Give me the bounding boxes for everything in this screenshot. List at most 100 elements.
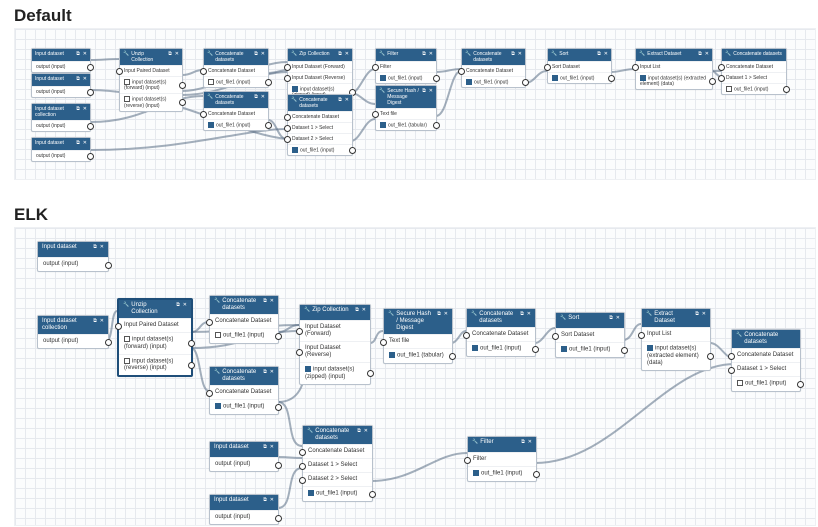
- node-concatenate-datasets[interactable]: 🔧Concatenate datasets⧉✕ Concatenate Data…: [200, 48, 272, 89]
- copy-icon[interactable]: ⧉: [263, 444, 267, 450]
- input-port[interactable]: [728, 366, 735, 374]
- node-extract-dataset[interactable]: 🔧Extract Dataset⧉✕ Input List input data…: [632, 48, 716, 91]
- node-input-dataset[interactable]: Input dataset⧉✕ output (input): [31, 73, 94, 98]
- input-port[interactable]: [200, 68, 207, 75]
- close-icon[interactable]: ✕: [344, 51, 349, 57]
- node-unzip-collection[interactable]: 🔧Unzip Collection⧉✕ Input Paired Dataset…: [115, 298, 195, 378]
- input-port[interactable]: [299, 476, 306, 484]
- output-port[interactable]: [87, 89, 94, 96]
- output-port[interactable]: [532, 345, 539, 353]
- close-icon[interactable]: ✕: [443, 311, 448, 317]
- output-port[interactable]: [179, 82, 186, 90]
- node-concatenate-datasets[interactable]: 🔧Concatenate datasets Concatenate Datase…: [728, 329, 804, 392]
- close-icon[interactable]: ✕: [269, 497, 274, 503]
- node-filter[interactable]: 🔧Filter⧉✕ Filter out_file1 (input): [372, 48, 440, 85]
- node-input-dataset[interactable]: Input dataset⧉✕ output (input): [31, 137, 94, 162]
- close-icon[interactable]: ✕: [527, 439, 532, 445]
- output-port[interactable]: [275, 332, 282, 340]
- copy-icon[interactable]: ⧉: [76, 140, 80, 146]
- copy-icon[interactable]: ⧉: [437, 311, 441, 317]
- output-port[interactable]: [449, 352, 456, 360]
- input-port[interactable]: [299, 462, 306, 470]
- checkbox[interactable]: [208, 122, 214, 128]
- checkbox[interactable]: [124, 79, 130, 85]
- close-icon[interactable]: ✕: [99, 318, 104, 324]
- copy-icon[interactable]: ⧉: [511, 51, 515, 57]
- output-port[interactable]: [369, 490, 376, 498]
- checkbox[interactable]: [215, 332, 221, 338]
- input-port[interactable]: [544, 64, 551, 71]
- close-icon[interactable]: ✕: [82, 51, 87, 57]
- input-port[interactable]: [284, 114, 291, 121]
- default-layout-canvas[interactable]: Input dataset⧉✕ output (input) Input dat…: [14, 28, 816, 180]
- copy-icon[interactable]: ⧉: [93, 244, 97, 250]
- close-icon[interactable]: ✕: [428, 88, 433, 94]
- copy-icon[interactable]: ⧉: [597, 51, 601, 57]
- node-input-dataset[interactable]: Input dataset⧉✕ output (input): [209, 441, 282, 472]
- copy-icon[interactable]: ⧉: [176, 302, 180, 308]
- node-sort[interactable]: 🔧Sort⧉✕ Sort Dataset out_file1 (input): [544, 48, 615, 85]
- node-input-dataset-collection[interactable]: Input dataset collection⧉✕ output (input…: [37, 315, 112, 349]
- close-icon[interactable]: ✕: [363, 428, 368, 434]
- copy-icon[interactable]: ⧉: [254, 94, 258, 100]
- input-port[interactable]: [284, 125, 291, 132]
- copy-icon[interactable]: ⧉: [609, 315, 613, 321]
- node-secure-hash[interactable]: 🔧Secure Hash / Message Digest⧉✕ Text fil…: [380, 308, 456, 364]
- output-port[interactable]: [265, 122, 272, 130]
- input-port[interactable]: [458, 68, 465, 75]
- close-icon[interactable]: ✕: [361, 307, 366, 313]
- checkbox[interactable]: [292, 86, 298, 92]
- input-port[interactable]: [296, 349, 303, 356]
- node-sort[interactable]: 🔧Sort⧉✕ Sort Dataset out_file1 (input): [552, 312, 628, 358]
- checkbox[interactable]: [124, 336, 130, 342]
- output-port[interactable]: [179, 99, 186, 107]
- copy-icon[interactable]: ⧉: [357, 428, 361, 434]
- copy-icon[interactable]: ⧉: [263, 369, 267, 375]
- node-filter[interactable]: 🔧Filter⧉✕ Filter out_file1 (input): [464, 436, 540, 482]
- elk-layout-canvas[interactable]: Input dataset⧉✕ output (input) Input dat…: [14, 227, 816, 526]
- checkbox[interactable]: [389, 352, 395, 358]
- checkbox[interactable]: [305, 366, 311, 372]
- output-port[interactable]: [522, 79, 529, 87]
- output-port[interactable]: [433, 75, 440, 83]
- copy-icon[interactable]: ⧉: [254, 51, 258, 57]
- close-icon[interactable]: ✕: [174, 51, 179, 57]
- close-icon[interactable]: ✕: [260, 94, 265, 100]
- copy-icon[interactable]: ⧉: [520, 311, 524, 317]
- copy-icon[interactable]: ⧉: [698, 51, 702, 57]
- checkbox[interactable]: [380, 75, 386, 81]
- input-port[interactable]: [463, 331, 470, 339]
- close-icon[interactable]: ✕: [82, 106, 87, 112]
- checkbox[interactable]: [737, 380, 743, 386]
- copy-icon[interactable]: ⧉: [76, 51, 80, 57]
- output-port[interactable]: [265, 79, 272, 87]
- checkbox[interactable]: [380, 122, 386, 128]
- output-port[interactable]: [349, 147, 356, 155]
- node-unzip-collection[interactable]: 🔧Unzip Collection⧉✕ Input Paired Dataset…: [116, 48, 186, 112]
- copy-icon[interactable]: ⧉: [76, 106, 80, 112]
- input-port[interactable]: [116, 68, 123, 75]
- input-port[interactable]: [552, 332, 559, 340]
- output-port[interactable]: [367, 370, 374, 378]
- output-port[interactable]: [533, 470, 540, 478]
- copy-icon[interactable]: ⧉: [338, 51, 342, 57]
- node-zip-collection[interactable]: 🔧Zip Collection⧉✕ Input Dataset (Forward…: [284, 48, 356, 102]
- copy-icon[interactable]: ⧉: [355, 307, 359, 313]
- node-input-dataset-collection[interactable]: Input dataset collection⧉✕ output (input…: [31, 103, 94, 132]
- node-concatenate-datasets[interactable]: 🔧Concatenate datasets⧉✕ Concatenate Data…: [206, 366, 282, 415]
- checkbox[interactable]: [215, 403, 221, 409]
- checkbox[interactable]: [472, 345, 478, 351]
- output-port[interactable]: [275, 403, 282, 411]
- output-port[interactable]: [608, 75, 615, 83]
- output-port[interactable]: [275, 461, 282, 469]
- input-port[interactable]: [718, 64, 725, 71]
- checkbox[interactable]: [726, 86, 732, 92]
- input-port[interactable]: [284, 64, 291, 71]
- checkbox[interactable]: [124, 357, 130, 364]
- copy-icon[interactable]: ⧉: [93, 318, 97, 324]
- checkbox[interactable]: [647, 345, 653, 351]
- output-port[interactable]: [87, 153, 94, 160]
- input-port[interactable]: [372, 64, 379, 71]
- checkbox[interactable]: [552, 75, 558, 81]
- output-port[interactable]: [783, 86, 790, 94]
